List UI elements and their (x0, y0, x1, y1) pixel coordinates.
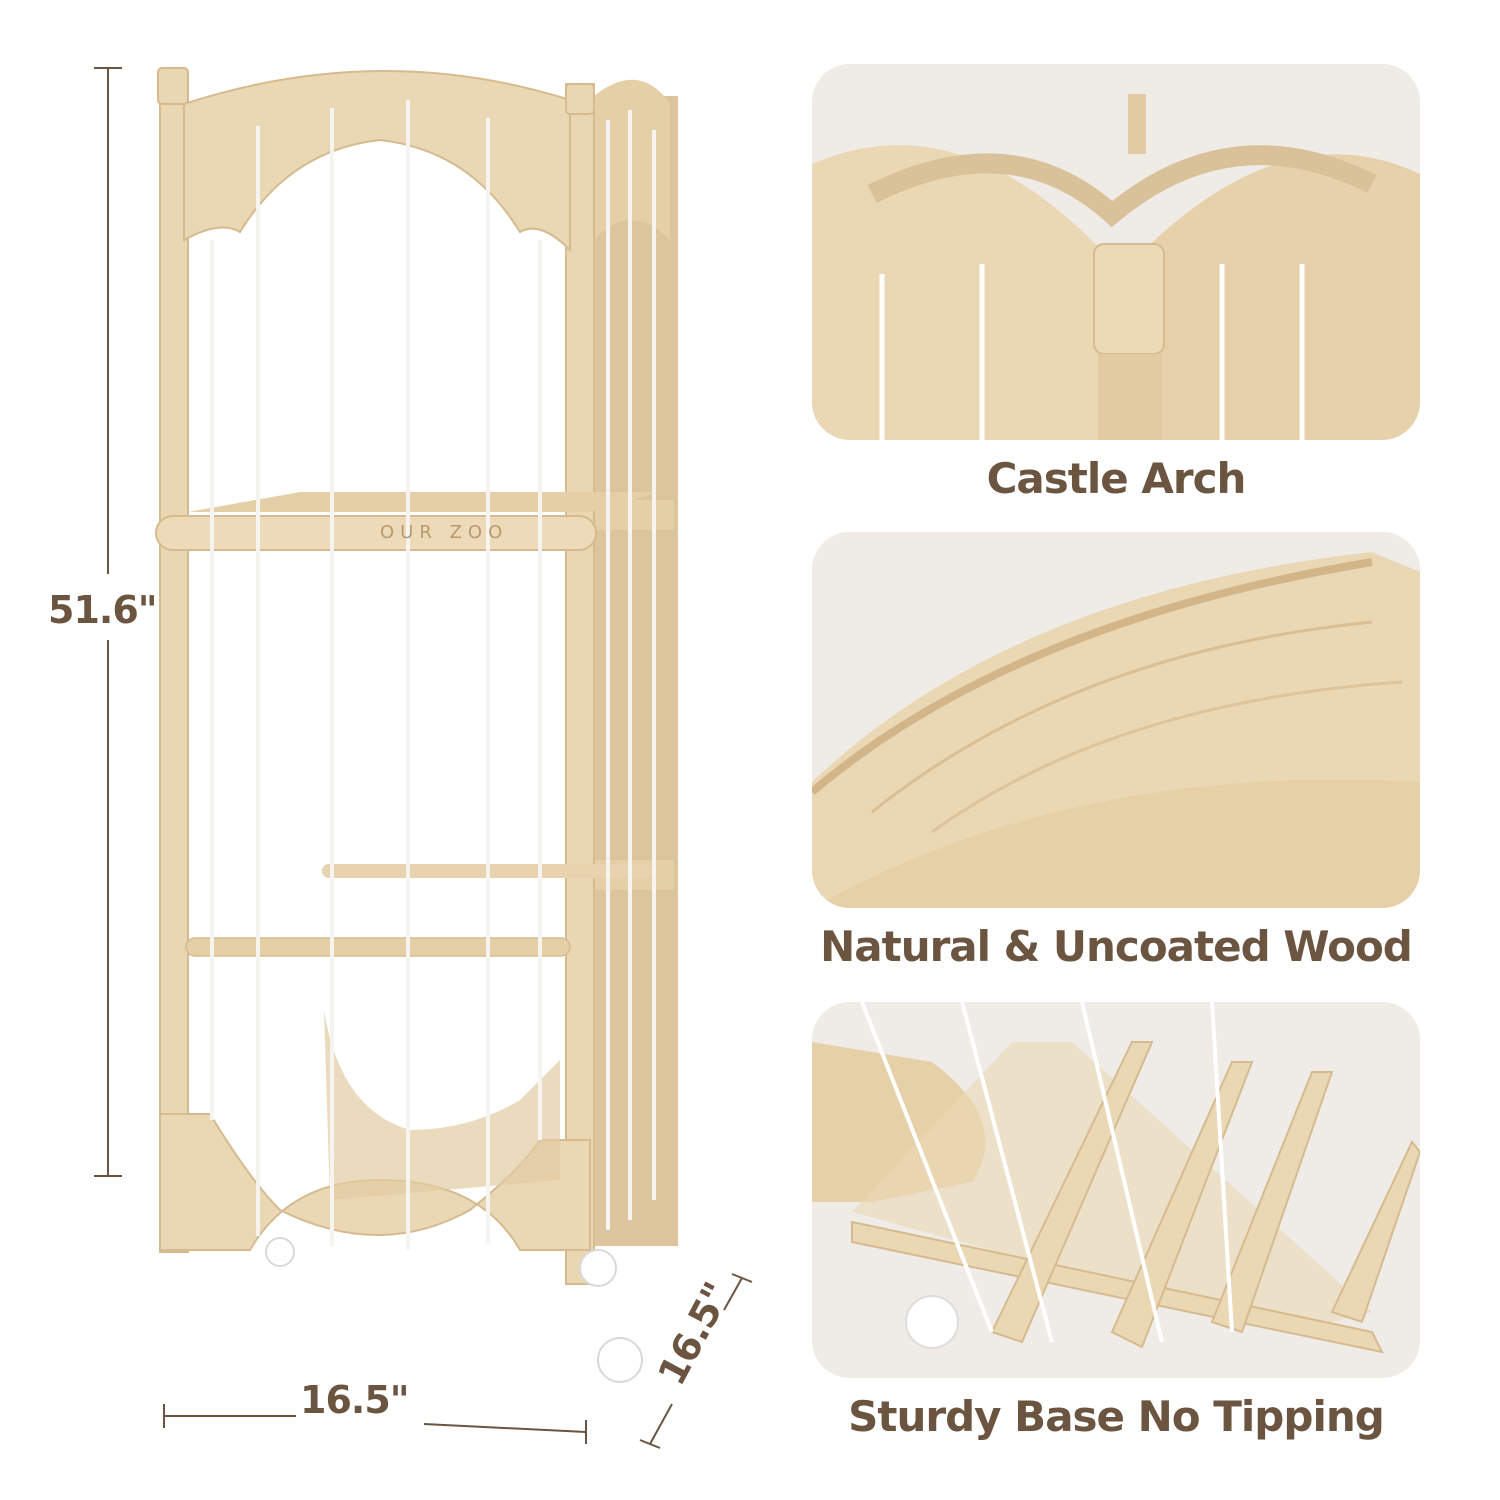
caster-wheels (265, 1237, 643, 1383)
sturdy-base-detail-photo (812, 1002, 1420, 1378)
width-dimension-line (163, 1404, 587, 1444)
castle-arch-detail-photo (812, 64, 1420, 440)
height-dimension-line (94, 67, 122, 1177)
feature-caption-castle-arch: Castle Arch (986, 454, 1247, 503)
post-finials (157, 67, 595, 115)
feature-caption-sturdy-base: Sturdy Base No Tipping (848, 1392, 1385, 1441)
brand-engraving: OUR ZOO (380, 522, 509, 543)
white-rods (210, 100, 656, 1250)
depth-dimension-line (639, 1273, 753, 1449)
height-dimension-label: 51.6" (48, 588, 158, 632)
tower-front-frame (155, 70, 660, 1285)
feature-caption-natural-wood: Natural & Uncoated Wood (820, 922, 1413, 971)
toy-storage-tower-illustration (94, 67, 753, 1449)
natural-wood-detail-photo (812, 532, 1420, 908)
width-dimension-label: 16.5" (300, 1378, 410, 1422)
